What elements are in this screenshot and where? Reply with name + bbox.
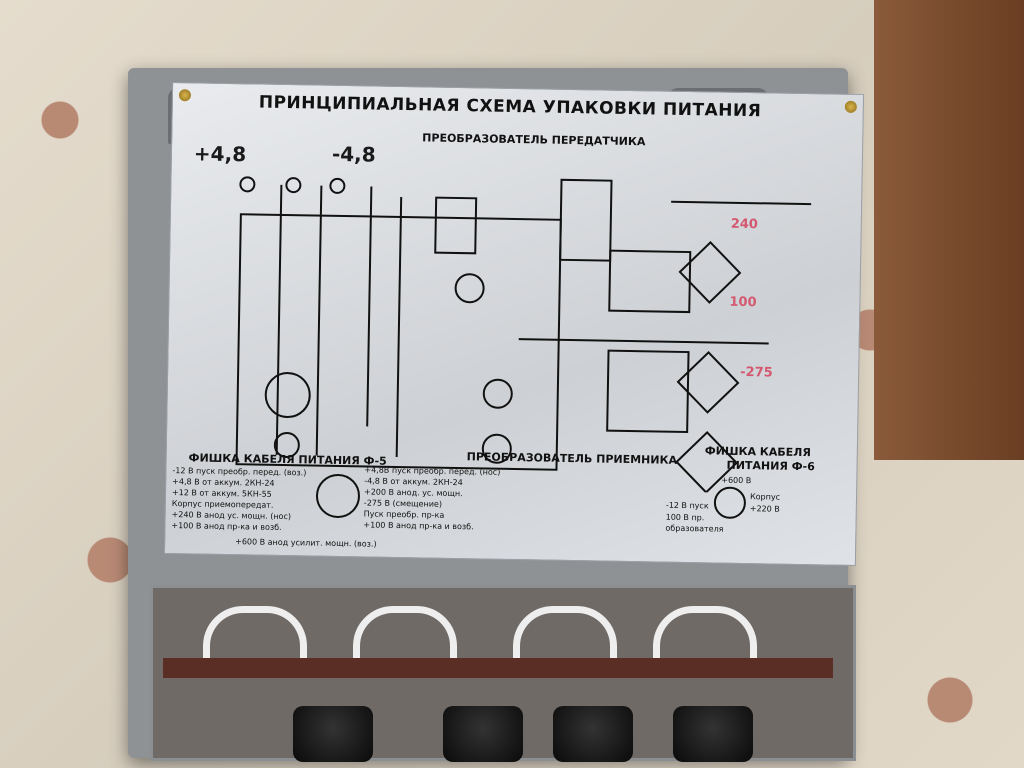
f6-label-12v: -12 В пуск	[665, 500, 709, 511]
cable-f6-label-line1: ФИШКА КАБЕЛЯ	[704, 444, 811, 460]
connector-socket	[293, 706, 373, 762]
wooden-wall	[874, 0, 1024, 460]
f5-connector-icon	[315, 473, 361, 519]
plate-title: ПРИНЦИПИАЛЬНАЯ СХЕМА УПАКОВКИ ПИТАНИЯ	[258, 92, 762, 122]
schematic-plate: ПРИНЦИПИАЛЬНАЯ СХЕМА УПАКОВКИ ПИТАНИЯ ПР…	[163, 81, 865, 567]
screw-icon	[178, 89, 192, 102]
connector-socket	[443, 706, 523, 762]
cable-f6-label-line2: ПИТАНИЯ Ф-6	[726, 458, 815, 474]
white-wire	[203, 606, 307, 659]
f5-right-pin-list: +4,8В пуск преобр. перед. (нос) -4,8 В о…	[363, 464, 500, 532]
f6-label-220: +220 В	[749, 504, 780, 514]
white-wire	[353, 606, 457, 659]
screw-icon	[844, 100, 857, 113]
wiring-bay	[150, 585, 856, 762]
terminal-board	[163, 658, 833, 678]
transmitter-converter-label: ПРЕОБРАЗОВАТЕЛЬ ПЕРЕДАТЧИКА	[422, 131, 646, 149]
white-wire	[653, 606, 757, 659]
f6-label-600: +600 В	[721, 475, 752, 486]
connector-socket	[553, 706, 633, 762]
f6-label-corpus: Корпус	[749, 492, 781, 502]
circuit-schematic	[235, 176, 812, 494]
f5-bottom-label: +600 В анод усилит. мощн. (воз.)	[235, 537, 377, 549]
connector-socket	[673, 706, 753, 762]
f5-left-pin-list: -12 В пуск преобр. перед. (воз.) +4,8 В …	[171, 465, 306, 533]
pin-label: +100 В анод пр-ка и возб.	[363, 520, 474, 532]
white-wire	[513, 606, 617, 659]
f6-label-100: 100 В пр. образователя	[665, 512, 724, 534]
